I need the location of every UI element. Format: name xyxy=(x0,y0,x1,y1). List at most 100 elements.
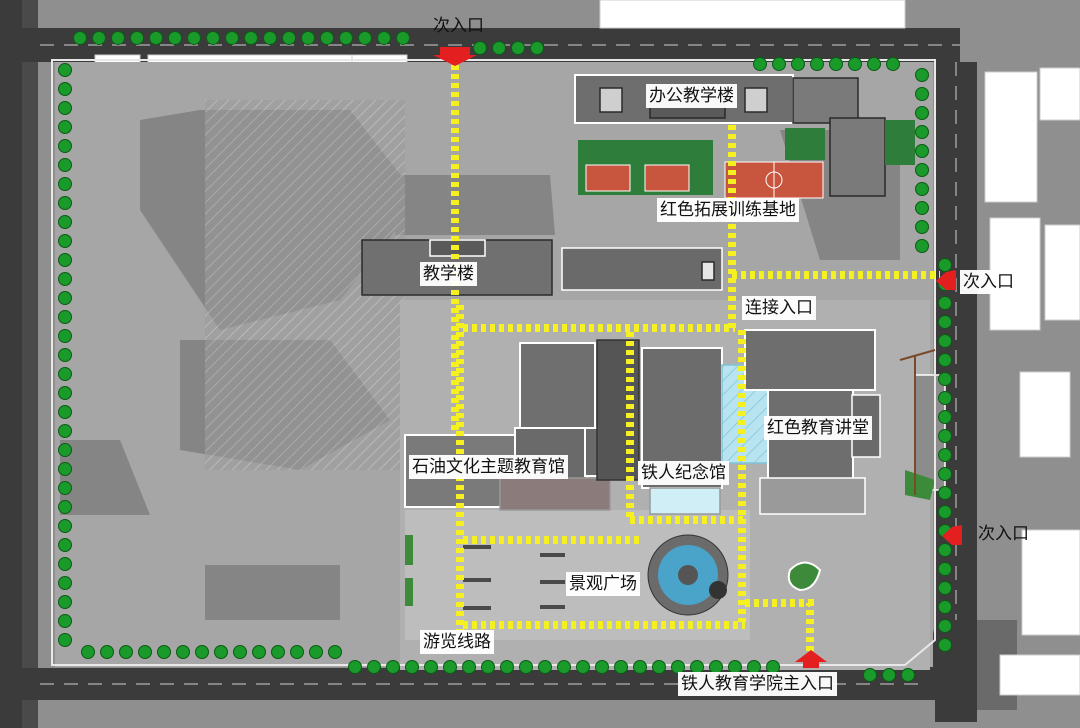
tree-dot-icon xyxy=(753,57,767,71)
tree-dot-icon xyxy=(938,486,952,500)
tree-dot-icon xyxy=(938,410,952,424)
tree-dot-icon xyxy=(301,31,315,45)
tree-dot-icon xyxy=(886,57,900,71)
tree-dot-icon xyxy=(772,57,786,71)
tree-dot-icon xyxy=(530,41,544,55)
tree-dot-icon xyxy=(58,519,72,533)
crane-decoration xyxy=(899,349,936,495)
tree-dot-icon xyxy=(157,645,171,659)
red-arrow-icon-north xyxy=(433,47,477,66)
north-entrance-label: 次入口 xyxy=(433,16,484,36)
tree-dot-icon xyxy=(58,253,72,267)
tree-dot-icon xyxy=(206,31,220,45)
tree-dot-icon xyxy=(58,386,72,400)
tree-dot-icon xyxy=(58,215,72,229)
tree-dot-icon xyxy=(810,57,824,71)
tree-dot-icon xyxy=(130,31,144,45)
tree-dot-icon xyxy=(320,31,334,45)
planter-east xyxy=(905,470,935,500)
tree-dot-icon xyxy=(938,467,952,481)
tree-dot-icon xyxy=(462,660,476,674)
teaching-building-label: 教学楼 xyxy=(420,262,477,286)
tree-dot-icon xyxy=(244,31,258,45)
tree-dot-icon xyxy=(328,645,342,659)
tree-dot-icon xyxy=(938,505,952,519)
site-boundary xyxy=(51,59,936,666)
tree-dot-icon xyxy=(938,600,952,614)
tree-dot-icon xyxy=(938,372,952,386)
tree-dot-icon xyxy=(58,234,72,248)
red-arrow-icon-southeast xyxy=(942,525,962,545)
tree-dot-icon xyxy=(58,405,72,419)
connection-entrance-label: 连接入口 xyxy=(742,296,816,320)
office-building-label: 办公教学楼 xyxy=(646,84,737,108)
tree-dot-icon xyxy=(915,125,929,139)
tree-dot-icon xyxy=(901,668,915,682)
tree-dot-icon xyxy=(214,645,228,659)
tree-dot-icon xyxy=(290,645,304,659)
tree-dot-icon xyxy=(309,645,323,659)
tree-dot-icon xyxy=(58,272,72,286)
tree-dot-icon xyxy=(58,291,72,305)
tree-dot-icon xyxy=(377,31,391,45)
tree-dot-icon xyxy=(58,348,72,362)
tree-dot-icon xyxy=(58,139,72,153)
tree-dot-icon xyxy=(58,310,72,324)
sports-fields xyxy=(578,120,915,199)
tree-dot-icon xyxy=(938,448,952,462)
tree-dot-icon xyxy=(443,660,457,674)
east-entrance-label: 次入口 xyxy=(960,270,1017,294)
tree-dot-icon xyxy=(58,196,72,210)
tree-dot-icon xyxy=(424,660,438,674)
tree-dot-icon xyxy=(92,31,106,45)
tree-dot-icon xyxy=(519,660,533,674)
tree-dot-icon xyxy=(938,429,952,443)
petroleum-museum-label: 石油文化主题教育馆 xyxy=(409,455,568,479)
tree-dot-icon xyxy=(187,31,201,45)
tree-dot-icon xyxy=(58,424,72,438)
red-arrow-icon-east xyxy=(936,270,956,290)
tree-dot-icon xyxy=(119,645,133,659)
buildings xyxy=(361,74,946,515)
tree-dot-icon xyxy=(195,645,209,659)
tree-dot-icon xyxy=(538,660,552,674)
tree-dot-icon xyxy=(915,220,929,234)
tree-dot-icon xyxy=(791,57,805,71)
tree-dot-icon xyxy=(58,443,72,457)
ironman-memorial-label: 铁人纪念馆 xyxy=(638,461,729,485)
tree-dot-icon xyxy=(915,87,929,101)
tree-dot-icon xyxy=(938,391,952,405)
tree-dot-icon xyxy=(58,329,72,343)
planter-island xyxy=(787,561,822,592)
tree-dot-icon xyxy=(58,557,72,571)
tree-dot-icon xyxy=(915,182,929,196)
tree-dot-icon xyxy=(633,660,647,674)
tree-dot-icon xyxy=(481,660,495,674)
tree-dot-icon xyxy=(938,315,952,329)
tree-dot-icon xyxy=(938,638,952,652)
tree-dot-icon xyxy=(282,31,296,45)
tree-dot-icon xyxy=(58,120,72,134)
red-training-base-label: 红色拓展训练基地 xyxy=(657,198,799,222)
tree-dot-icon xyxy=(149,31,163,45)
tree-dot-icon xyxy=(58,158,72,172)
tree-dot-icon xyxy=(263,31,277,45)
tree-dot-icon xyxy=(58,462,72,476)
tree-dot-icon xyxy=(938,334,952,348)
tree-dot-icon xyxy=(829,57,843,71)
landscape-plaza-label: 景观广场 xyxy=(566,572,640,596)
tree-dot-icon xyxy=(58,500,72,514)
tree-dot-icon xyxy=(358,31,372,45)
tree-dot-icon xyxy=(595,660,609,674)
tour-route-path xyxy=(451,65,940,660)
tree-dot-icon xyxy=(58,63,72,77)
tree-dot-icon xyxy=(58,82,72,96)
main-entrance-label: 铁人教育学院主入口 xyxy=(678,672,837,696)
tree-dot-icon xyxy=(915,68,929,82)
tree-dot-icon xyxy=(73,31,87,45)
red-arrow-icon-main xyxy=(795,650,827,668)
tree-dot-icon xyxy=(473,41,487,55)
tree-dot-icon xyxy=(938,258,952,272)
